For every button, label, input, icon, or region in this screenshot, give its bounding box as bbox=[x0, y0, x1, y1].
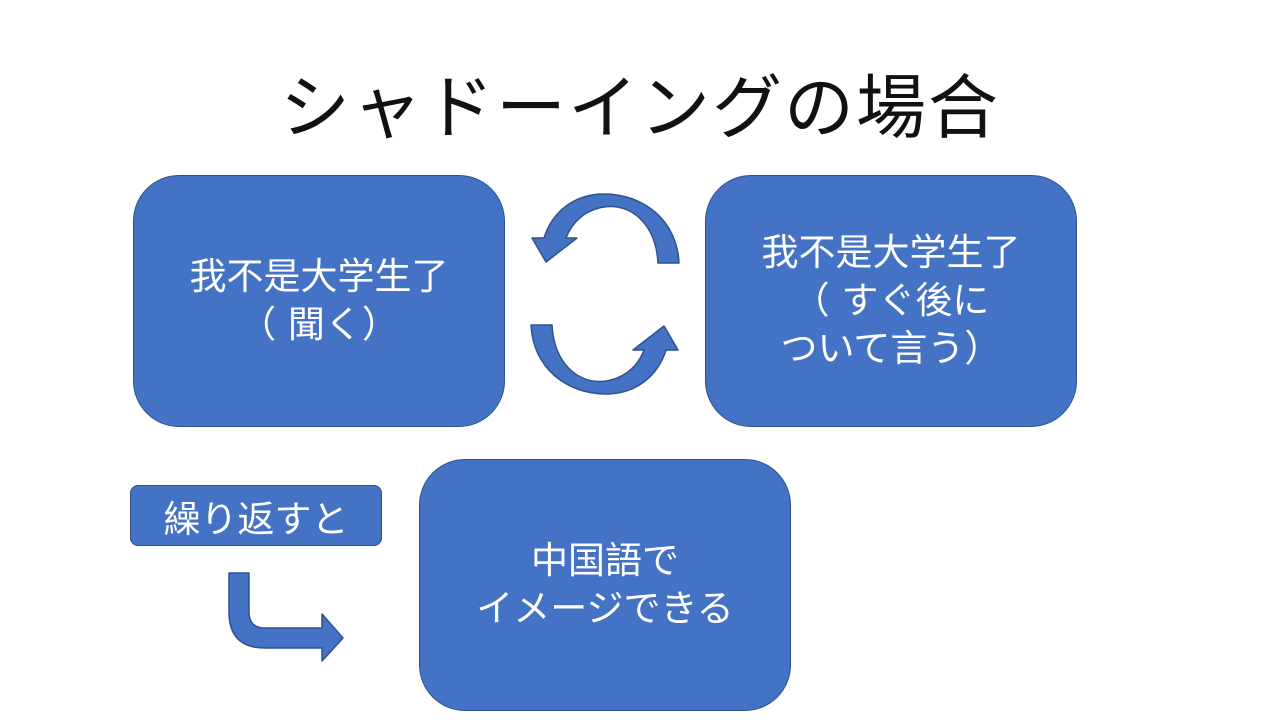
circular-arrow-top-icon bbox=[531, 193, 680, 264]
bent-arrow-icon bbox=[228, 572, 344, 662]
circular-arrow-bottom-icon bbox=[530, 324, 679, 395]
listen-box-line-2: （ 聞く） bbox=[239, 303, 399, 346]
shadow-box-line-1: 我不是大学生了 bbox=[761, 230, 1021, 274]
result-box-line-2: イメージできる bbox=[476, 587, 734, 630]
result-box: 中国語で イメージできる bbox=[419, 459, 791, 711]
shadow-box-line-3: ついて言う） bbox=[780, 327, 1002, 371]
listen-box-line-1: 我不是大学生了 bbox=[189, 254, 449, 298]
shadow-box: 我不是大学生了 （ すぐ後に ついて言う） bbox=[705, 175, 1077, 427]
repeat-label: 繰り返すと bbox=[130, 485, 382, 546]
listen-box: 我不是大学生了 （ 聞く） bbox=[133, 175, 505, 427]
slide-title: シャドーイングの場合 bbox=[280, 67, 1000, 149]
shadow-box-line-2: （ すぐ後に bbox=[792, 278, 990, 322]
result-box-line-1: 中国語で bbox=[531, 538, 679, 582]
